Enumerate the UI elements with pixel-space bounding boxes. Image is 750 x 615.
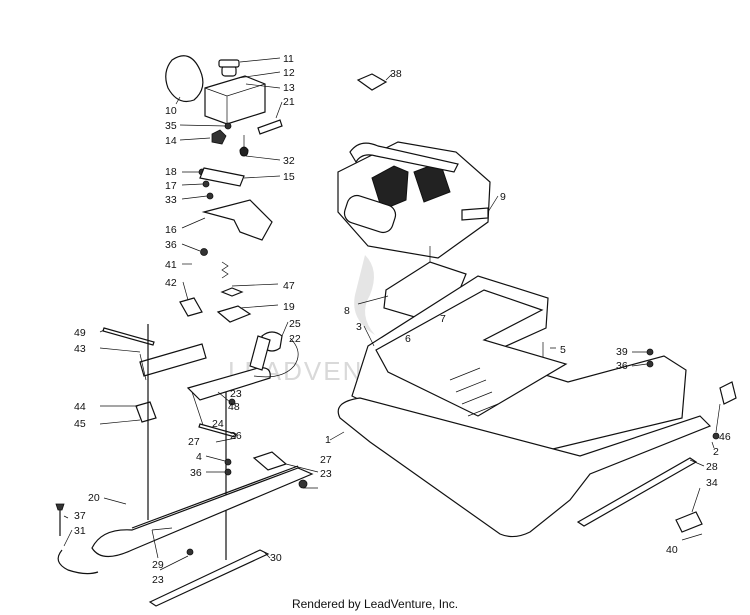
callout-32: 32 <box>283 155 295 167</box>
callout-23-lower: 23 <box>152 574 164 586</box>
part-38 <box>356 73 388 91</box>
callout-19: 19 <box>283 301 295 313</box>
callout-2: 2 <box>713 446 719 458</box>
callout-labels: 11 12 10 13 21 35 14 32 18 17 33 15 16 3… <box>74 53 731 586</box>
callout-38: 38 <box>390 68 402 80</box>
callout-25: 25 <box>289 318 301 330</box>
callout-15: 15 <box>283 171 295 183</box>
callout-18: 18 <box>165 166 177 178</box>
callout-49: 49 <box>74 327 86 339</box>
callout-20: 20 <box>88 492 100 504</box>
fuel-hose <box>257 119 283 135</box>
callout-6: 6 <box>405 333 411 345</box>
yoke-upright <box>249 335 271 371</box>
watermark-logo <box>354 255 375 335</box>
callout-23-upper: 23 <box>230 388 242 400</box>
callout-16: 16 <box>165 224 177 236</box>
callout-27-left: 27 <box>188 436 200 448</box>
callout-36-lower: 36 <box>190 467 202 479</box>
mount-plate <box>199 167 245 187</box>
callout-47: 47 <box>283 280 295 292</box>
ski <box>91 467 314 558</box>
fuel-cap-top <box>218 59 240 68</box>
bracket-small <box>179 297 203 317</box>
reflector-plate <box>675 511 703 533</box>
callout-1: 1 <box>325 434 331 446</box>
ski-rail <box>131 465 299 529</box>
callout-30: 30 <box>270 552 282 564</box>
callout-23-right: 23 <box>320 468 332 480</box>
callout-46: 46 <box>719 431 731 443</box>
callout-36-upper: 36 <box>165 239 177 251</box>
ski-linkage-group <box>55 321 319 607</box>
callout-14: 14 <box>165 135 177 147</box>
washer-47 <box>220 287 244 297</box>
tank-bracket <box>201 199 273 241</box>
callout-13: 13 <box>283 82 295 94</box>
footer-credit: Rendered by LeadVenture, Inc. <box>291 597 459 611</box>
chassis-slots <box>449 367 499 417</box>
tail-light <box>719 381 737 405</box>
callout-39: 39 <box>616 346 628 358</box>
chassis-group <box>329 275 737 541</box>
callout-26: 26 <box>230 430 242 442</box>
callout-4: 4 <box>196 451 202 463</box>
wear-bar <box>148 549 270 607</box>
long-bolt <box>102 327 155 346</box>
callout-36-right: 36 <box>616 360 628 372</box>
callout-48: 48 <box>228 401 240 413</box>
fuel-valve <box>211 129 227 145</box>
engine-group <box>337 73 556 358</box>
clamp-44 <box>135 401 157 423</box>
callout-3: 3 <box>356 321 362 333</box>
callout-44: 44 <box>74 401 86 413</box>
callout-27-right: 27 <box>320 454 332 466</box>
callout-21: 21 <box>283 96 295 108</box>
callout-22: 22 <box>289 333 301 345</box>
fuel-tank <box>204 75 266 125</box>
engine-shaft <box>461 207 489 221</box>
callout-34: 34 <box>706 477 718 489</box>
callout-45: 45 <box>74 418 86 430</box>
callout-9: 9 <box>500 191 506 203</box>
callout-33: 33 <box>165 194 177 206</box>
mount-block <box>216 305 252 323</box>
chassis-floor <box>375 289 568 417</box>
engine-pipe <box>349 142 459 173</box>
callout-43: 43 <box>74 343 86 355</box>
callout-7: 7 <box>440 313 446 325</box>
callout-42: 42 <box>165 277 177 289</box>
arm-plate <box>139 343 207 377</box>
callout-41: 41 <box>165 259 177 271</box>
callout-35: 35 <box>165 120 177 132</box>
callout-31: 31 <box>74 525 86 537</box>
callout-28: 28 <box>706 461 718 473</box>
fuel-tank-group <box>165 55 283 161</box>
mount-bracket-group <box>179 167 281 323</box>
callout-37: 37 <box>74 510 86 522</box>
callout-12: 12 <box>283 67 295 79</box>
side-rail <box>576 457 698 527</box>
spring <box>221 261 229 279</box>
callout-5: 5 <box>560 344 566 356</box>
callout-24: 24 <box>212 418 224 430</box>
bumper-frame <box>337 397 712 538</box>
callout-17: 17 <box>165 180 177 192</box>
callout-10: 10 <box>165 105 177 117</box>
tank-strap <box>165 55 204 103</box>
ski-loop <box>57 549 99 575</box>
callout-40: 40 <box>666 544 678 556</box>
bolt-26 <box>198 423 237 438</box>
ski-pin-head <box>55 503 65 511</box>
callout-8: 8 <box>344 305 350 317</box>
engine-cylinder <box>343 194 397 234</box>
callout-29: 29 <box>152 559 164 571</box>
callout-11: 11 <box>283 53 294 65</box>
ski-saddle <box>252 451 288 471</box>
